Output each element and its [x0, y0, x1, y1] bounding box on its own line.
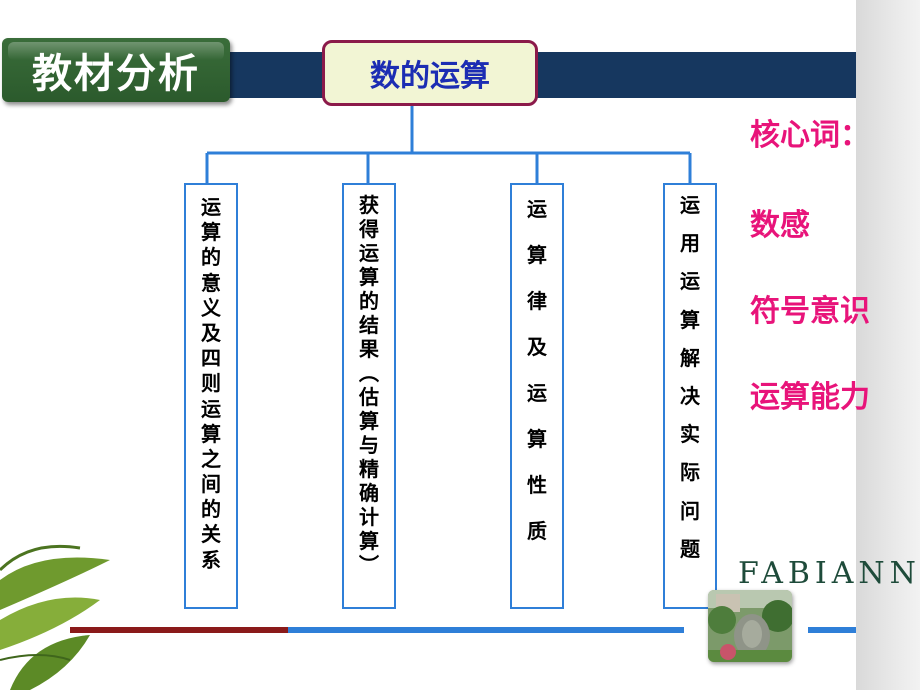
keyword-item: 符号意识	[750, 294, 870, 329]
branch-char: 质	[527, 519, 547, 543]
branch-char: 则	[201, 371, 221, 396]
branch-char: 间	[201, 472, 221, 497]
branch-char: 算	[359, 529, 379, 553]
branch-char: 之	[201, 446, 221, 471]
branch-node-3: 运算律及运算性质	[510, 183, 564, 609]
branch-char: 计	[359, 505, 379, 529]
keywords-heading: 核心词：	[750, 118, 870, 153]
branch-char: 算	[527, 427, 547, 451]
leaf-decoration	[0, 544, 110, 690]
brand-logo: FABIANNE	[738, 556, 920, 591]
branch-node-1: 运算的意义及四则运算之间的关系	[184, 183, 238, 609]
branch-char: 际	[680, 460, 700, 485]
branch-char: 估	[359, 385, 379, 409]
branch-char: 的	[201, 497, 221, 522]
branch-char: 运	[527, 381, 547, 405]
slide-title: 教材分析	[2, 38, 230, 102]
side-strip	[856, 0, 920, 690]
branch-char: 关	[201, 522, 221, 547]
branch-char: 确	[359, 481, 379, 505]
branch-char: 运	[680, 193, 700, 217]
branch-char: ︶	[359, 553, 379, 577]
branch-char: 意	[201, 270, 221, 295]
branch-char: 义	[201, 295, 221, 320]
keyword-item: 数感	[750, 208, 810, 243]
garden-photo	[708, 590, 792, 662]
branch-char: 算	[201, 421, 221, 446]
branch-char: 算	[527, 243, 547, 267]
branch-char: 运	[201, 396, 221, 421]
branch-char: 律	[527, 289, 547, 313]
bottom-rule-blue-right	[808, 627, 856, 633]
branch-char: 题	[680, 536, 700, 561]
branch-char: 决	[680, 383, 700, 408]
branch-char: 的	[201, 245, 221, 270]
branch-char: 与	[359, 433, 379, 457]
branch-char: 问	[680, 498, 700, 523]
branch-char: 运	[359, 241, 379, 265]
branch-char: 得	[359, 217, 379, 241]
branch-char: 运	[201, 195, 221, 219]
keyword-item: 运算能力	[750, 380, 870, 415]
branch-node-2: 获得运算的结果︵估算与精确计算︶	[342, 183, 396, 609]
bottom-rule-dark	[70, 627, 288, 633]
branch-char: 性	[527, 473, 547, 497]
branch-char: ︵	[359, 361, 379, 385]
branch-char: 解	[680, 345, 700, 370]
branch-char: 四	[201, 346, 221, 371]
root-node: 数的运算	[322, 40, 538, 106]
branch-char: 精	[359, 457, 379, 481]
branch-char: 系	[201, 547, 221, 572]
branch-char: 及	[527, 335, 547, 359]
branch-char: 运	[527, 197, 547, 221]
branch-char: 结	[359, 313, 379, 337]
branch-node-4: 运用运算解决实际问题	[663, 183, 717, 609]
branch-char: 算	[359, 265, 379, 289]
branch-char: 的	[359, 289, 379, 313]
branch-char: 果	[359, 337, 379, 361]
branch-char: 实	[680, 422, 700, 447]
branch-char: 算	[359, 409, 379, 433]
branch-char: 用	[680, 231, 700, 256]
branch-char: 及	[201, 320, 221, 345]
branch-char: 算	[201, 220, 221, 245]
branch-char: 运	[680, 269, 700, 294]
branch-char: 算	[680, 307, 700, 332]
bottom-rule-blue	[288, 627, 684, 633]
branch-char: 获	[359, 193, 379, 217]
